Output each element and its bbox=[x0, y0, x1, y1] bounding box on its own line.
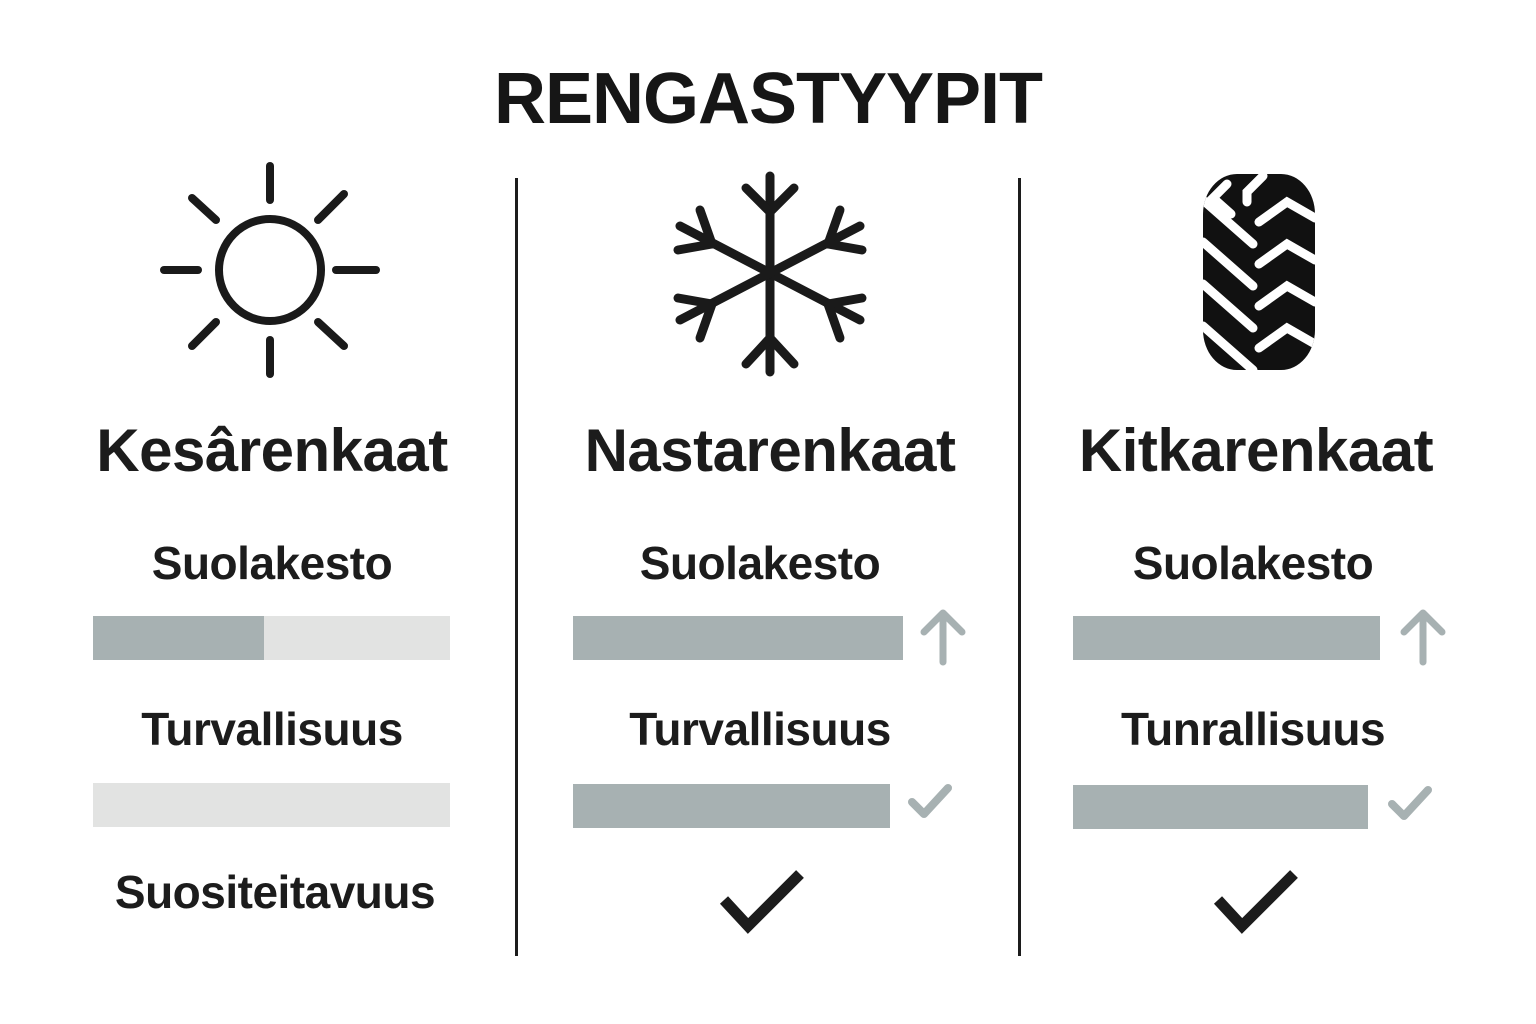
sun-icon bbox=[158, 160, 382, 382]
salt-resistance-label: Suolakesto bbox=[1132, 537, 1374, 589]
safety-label: Turvallisuus bbox=[141, 703, 403, 755]
salt-resistance-bar-fill bbox=[93, 616, 265, 660]
salt-resistance-bar bbox=[1073, 616, 1380, 660]
column-divider bbox=[1018, 178, 1021, 956]
checkmark-icon bbox=[906, 780, 954, 822]
page-title: RENGASTYYPIT bbox=[493, 59, 1043, 139]
safety-label: Tunrallisuus bbox=[1120, 703, 1386, 755]
checkmark-icon bbox=[716, 864, 808, 936]
salt-resistance-bar-fill bbox=[573, 616, 903, 660]
safety-label: Turvallisuus bbox=[629, 703, 891, 755]
column-divider bbox=[515, 178, 518, 956]
safety-bar bbox=[1073, 785, 1368, 829]
safety-bar-fill bbox=[1073, 785, 1368, 829]
snowflake-icon bbox=[670, 170, 870, 380]
tire-type-name: Kitkarenkaat bbox=[1078, 417, 1434, 484]
arrow-up-icon bbox=[1398, 606, 1448, 668]
salt-resistance-label: Suolakesto bbox=[151, 537, 393, 589]
tire-tread-icon bbox=[1203, 174, 1315, 370]
safety-bar bbox=[573, 784, 890, 828]
checkmark-icon bbox=[1210, 864, 1302, 936]
tire-type-name: Kesârenkaat bbox=[96, 417, 448, 484]
tire-type-name: Nastarenkaat bbox=[584, 417, 956, 484]
salt-resistance-bar-fill bbox=[1073, 616, 1380, 660]
arrow-up-icon bbox=[918, 606, 968, 668]
salt-resistance-bar bbox=[93, 616, 450, 660]
salt-resistance-label: Suolakesto bbox=[639, 537, 881, 589]
salt-resistance-bar bbox=[573, 616, 903, 660]
safety-bar-fill bbox=[573, 784, 890, 828]
checkmark-icon bbox=[1386, 782, 1434, 824]
recommendability-label: Suositeitavuus bbox=[114, 866, 436, 918]
safety-bar bbox=[93, 783, 450, 827]
